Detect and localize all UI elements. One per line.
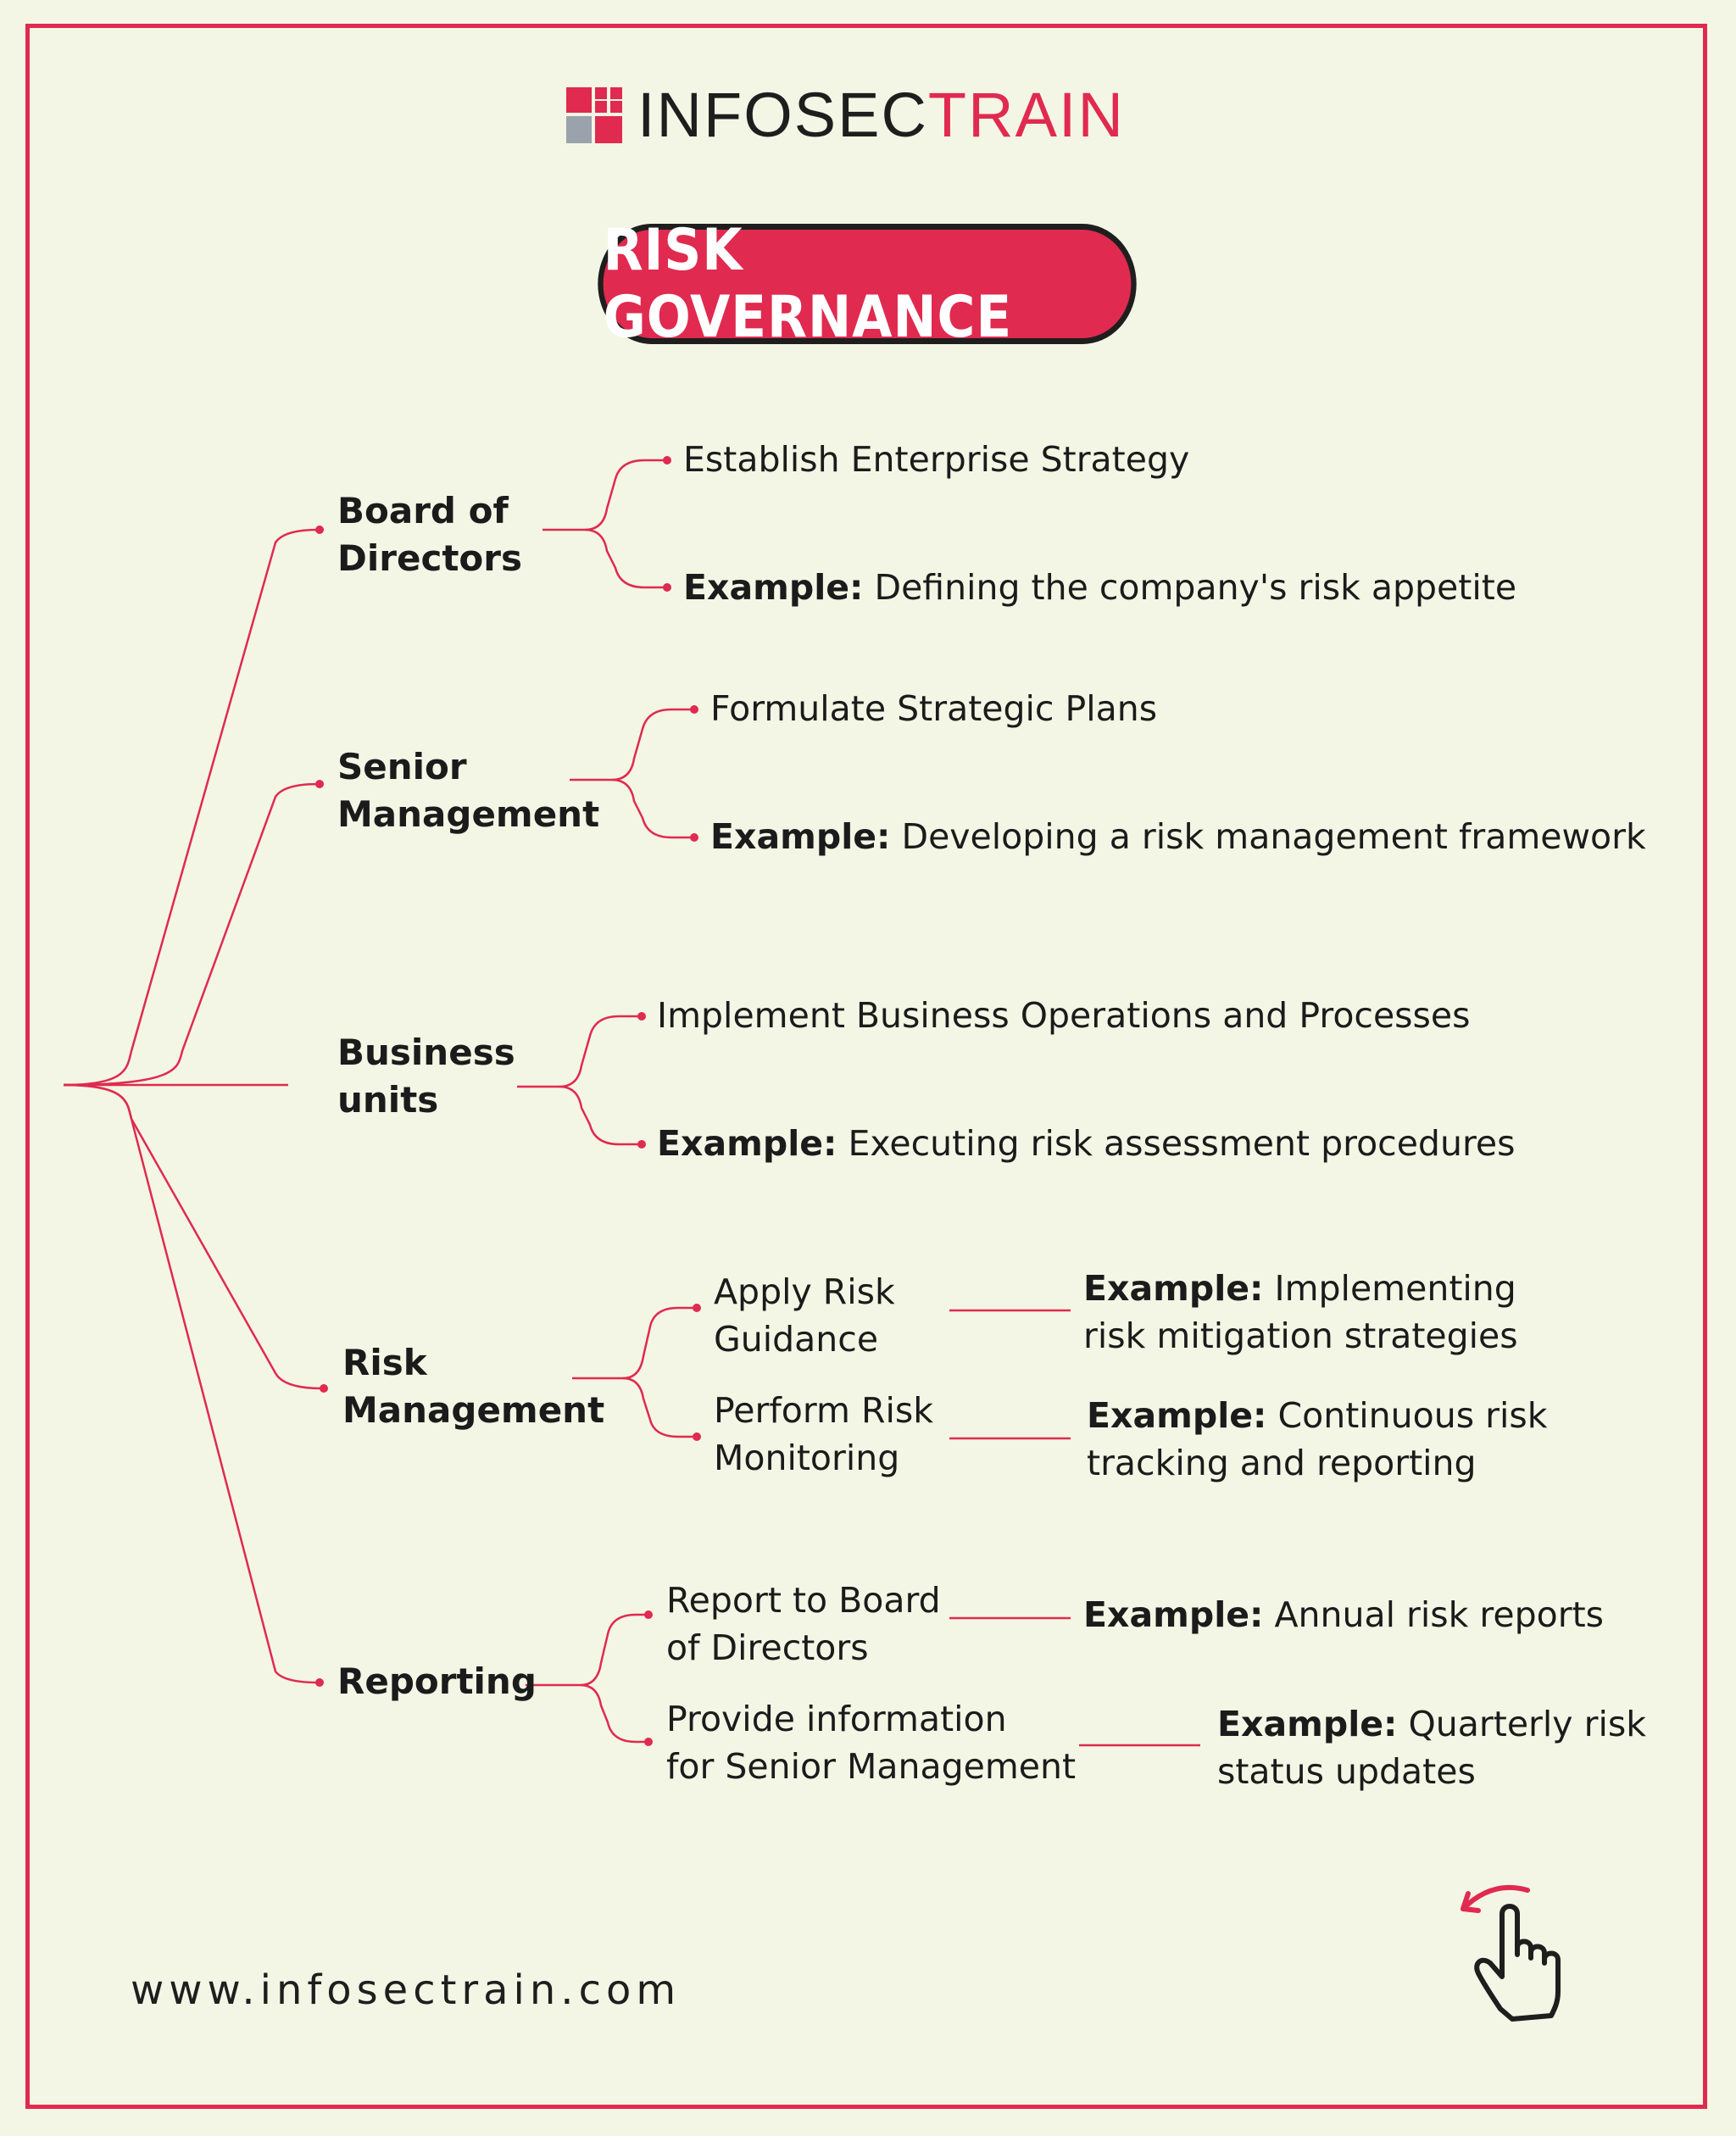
risk-example2-line1: Example: Continuous risk — [1087, 1395, 1548, 1436]
category-senior-line1: Senior — [337, 746, 467, 787]
reporting-example2-line2: status updates — [1217, 1751, 1476, 1792]
page-title: RISK GOVERNANCE — [598, 217, 1137, 351]
risk-example1-line2: risk mitigation strategies — [1083, 1316, 1518, 1356]
hand-pointer-rotate-icon — [1461, 1884, 1561, 2022]
category-reporting: Reporting — [337, 1660, 537, 1702]
category-business-line2: units — [337, 1079, 439, 1121]
category-risk-line1: Risk — [342, 1342, 427, 1383]
board-example: Example: Defining the company's risk app… — [683, 567, 1517, 608]
reporting-example2-line1: Example: Quarterly risk — [1217, 1704, 1646, 1744]
senior-item-text: Formulate Strategic Plans — [710, 688, 1158, 729]
branch-board — [63, 528, 319, 1087]
category-business-line1: Business — [337, 1032, 515, 1073]
risk-item2-line1: Perform Risk — [714, 1390, 933, 1431]
business-example: Example: Executing risk assessment proce… — [657, 1123, 1516, 1164]
category-board-line1: Board of — [337, 490, 509, 531]
reporting-example1: Example: Annual risk reports — [1083, 1594, 1605, 1635]
reporting-item2-line2: for Senior Management — [666, 1746, 1077, 1787]
category-senior-line2: Management — [337, 793, 600, 835]
logo-mark-icon — [566, 87, 622, 143]
risk-item2-line2: Monitoring — [714, 1438, 900, 1478]
category-board-line2: Directors — [337, 537, 522, 579]
branch-risk — [63, 1083, 323, 1390]
reporting-item1-line1: Report to Board — [666, 1580, 941, 1621]
brand-name: INFOSECTRAIN — [637, 80, 1125, 150]
reporting-item2-line1: Provide information — [666, 1699, 1007, 1739]
risk-example1-line1: Example: Implementing — [1083, 1268, 1516, 1309]
branch-reporting — [63, 1083, 319, 1684]
reporting-item1-line2: of Directors — [666, 1627, 869, 1668]
website-url[interactable]: www.infosectrain.com — [131, 1966, 682, 2014]
risk-item1-line1: Apply Risk — [714, 1271, 895, 1312]
page-border — [25, 24, 1707, 2109]
risk-item1-line2: Guidance — [714, 1319, 879, 1360]
board-item-text: Establish Enterprise Strategy — [683, 439, 1190, 480]
senior-example: Example: Developing a risk management fr… — [710, 816, 1646, 857]
risk-example2-line2: tracking and reporting — [1087, 1443, 1477, 1483]
business-item-text: Implement Business Operations and Proces… — [657, 995, 1471, 1036]
branch-senior — [63, 782, 319, 1087]
category-risk-line2: Management — [342, 1389, 605, 1431]
brand-logo: INFOSECTRAIN — [566, 81, 1125, 149]
